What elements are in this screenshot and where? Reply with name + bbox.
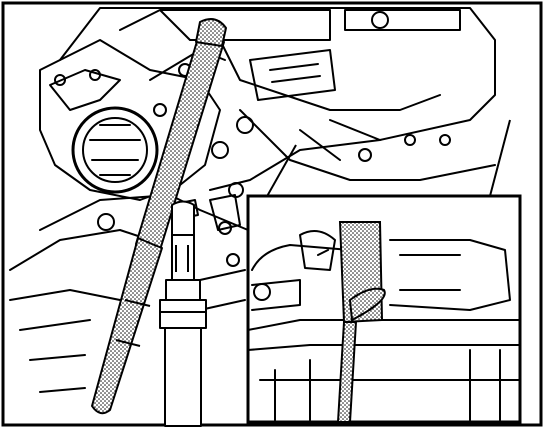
dipstick-icon <box>91 18 227 415</box>
tube-icon <box>159 200 207 427</box>
engine-block-icon <box>9 7 496 393</box>
inset-detail-icon <box>246 119 522 424</box>
